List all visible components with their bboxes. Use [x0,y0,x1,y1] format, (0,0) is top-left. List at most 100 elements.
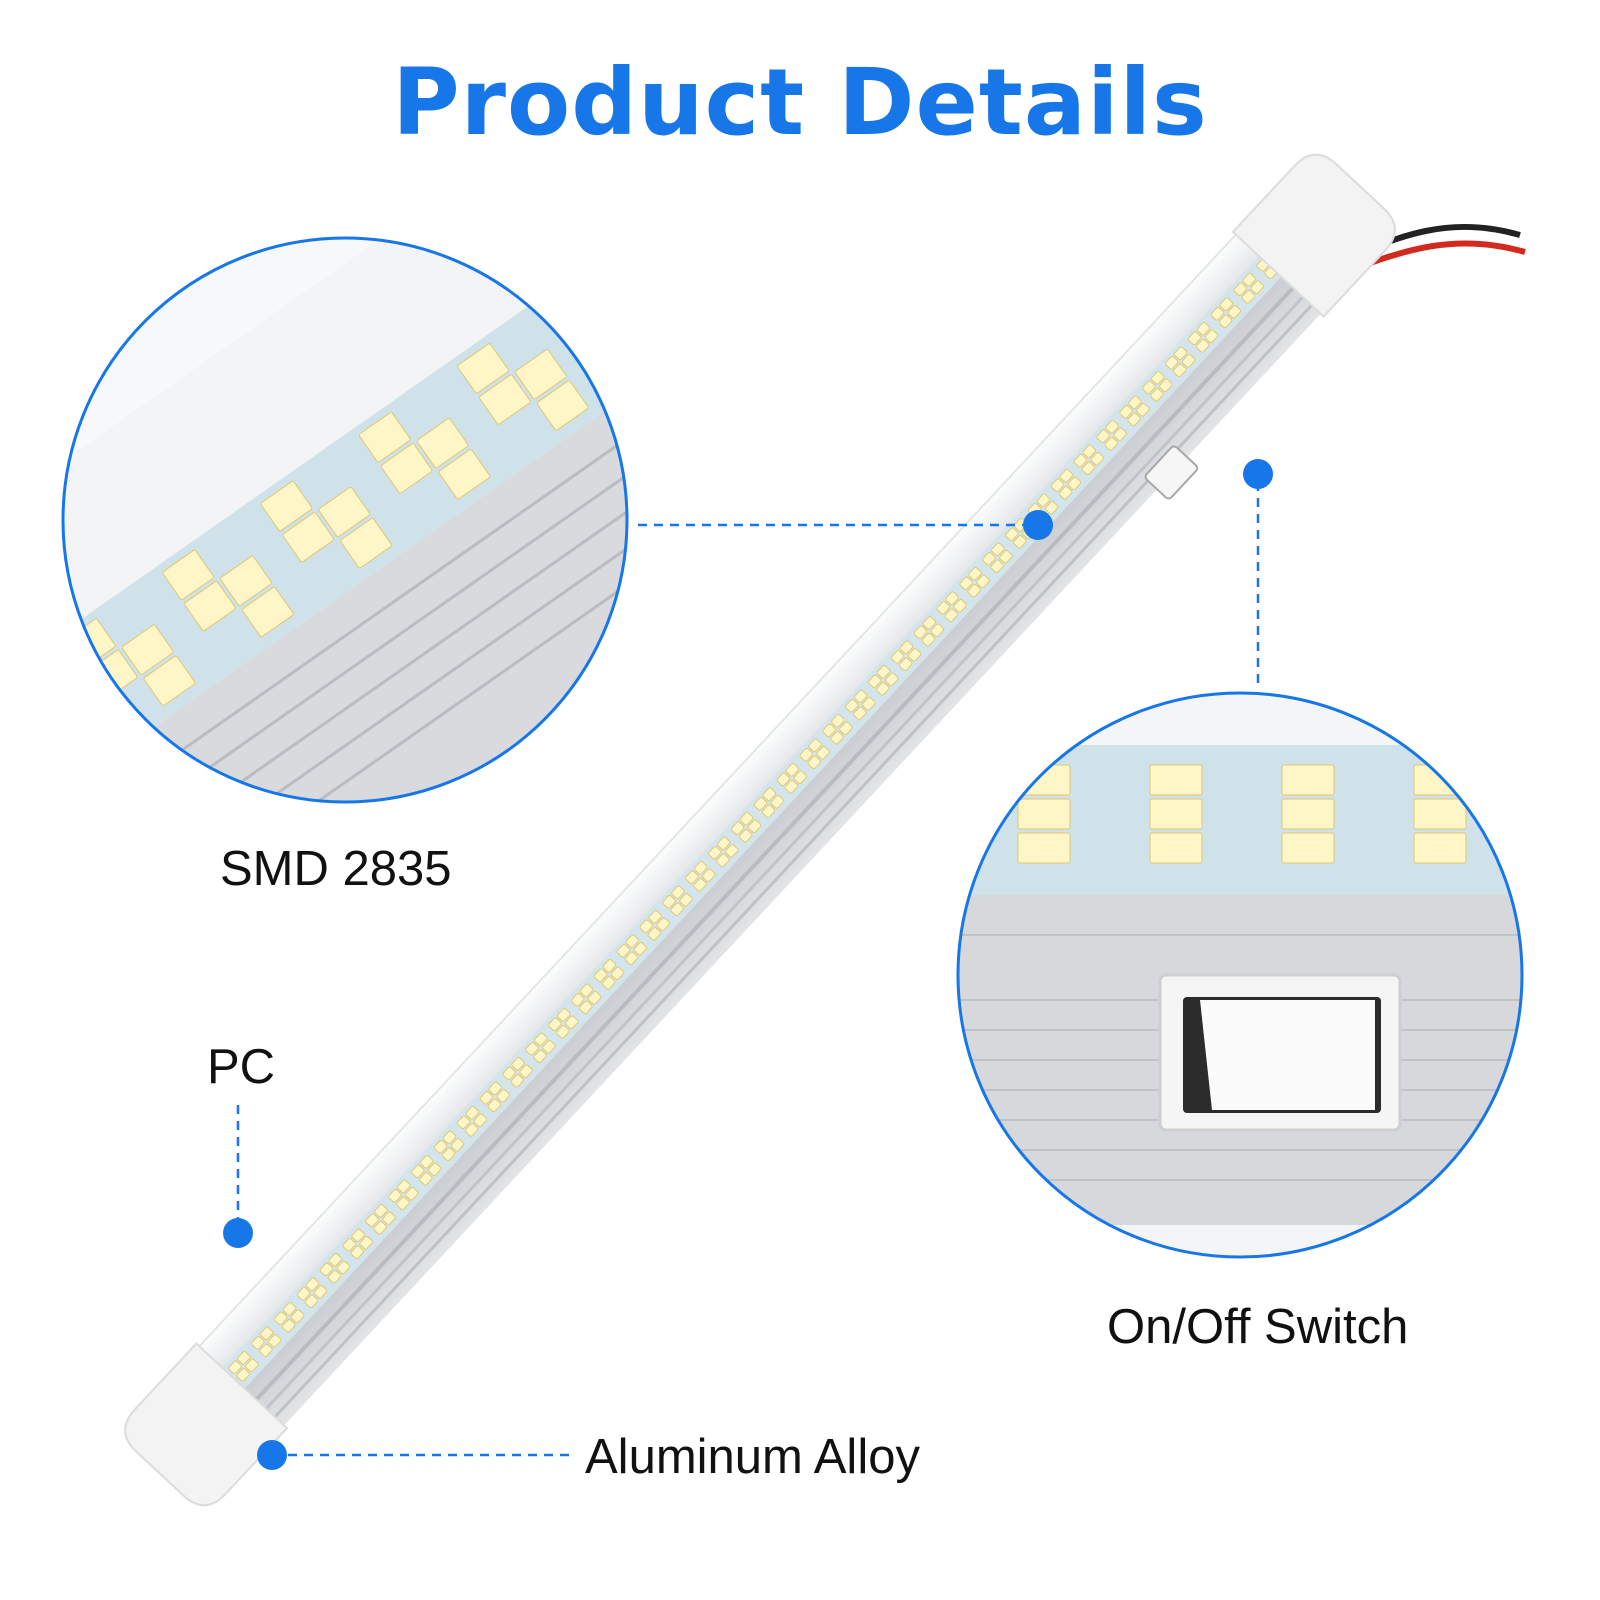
smd-chip [1017,832,1071,864]
led-chip [610,966,625,981]
led-chip [1250,280,1264,295]
led-chip [259,1343,273,1358]
led-chip [738,829,753,843]
led-chip [488,1081,502,1096]
led-chip [1119,405,1133,419]
smd-chip [577,305,627,356]
led-chip [1113,427,1127,442]
led-chip [702,868,716,883]
led-chip [716,853,730,868]
led-chip [816,746,830,760]
led-chip [296,1287,311,1301]
smd-chip [1281,832,1335,864]
smd-chip [438,449,491,500]
led-chip [282,1302,297,1316]
led-chip [922,616,937,630]
smd-chip [536,380,589,431]
led-chip [1136,403,1150,417]
led-chip [1241,290,1256,304]
smd-chip [121,624,174,675]
led-chip [1181,354,1196,368]
led-chip [831,714,845,728]
smd-chip [1149,798,1203,830]
led-chip [496,1089,510,1103]
led-chip [382,1211,396,1226]
smd-chip [1149,832,1203,864]
led-chip [433,1140,448,1154]
led-chip [921,633,936,647]
led-chip [625,934,639,949]
led-chip [251,1336,265,1350]
led-chip [1058,486,1073,500]
led-chip [1067,476,1082,491]
callout-dot-icon [257,1440,287,1470]
led-chip [510,1074,524,1088]
led-chip [1151,371,1165,385]
led-chip [396,1196,410,1211]
bar-switch [1144,445,1199,500]
led-chip [365,1213,379,1228]
led-chip [1150,388,1164,402]
led-chip [725,844,739,858]
led-chip [1081,461,1096,476]
smd-chip [457,343,509,394]
label-aluminum-alloy: Aluminum Alloy [585,1430,920,1484]
led-chip [359,1236,373,1250]
led-chip [839,721,853,736]
led-chip [656,917,670,932]
led-chip [1195,339,1210,353]
led-chip [890,650,905,664]
smd-chip [0,718,39,769]
led-chip [762,787,777,802]
led-chip [967,584,981,598]
led-chip [388,1189,402,1203]
led-chip [693,878,707,892]
led-chip [990,559,1004,574]
led-chip [639,919,653,934]
callout-dot-icon [1023,510,1053,540]
led-chip [1036,493,1051,508]
led-chip [907,648,922,662]
led-chip [785,763,799,777]
led-chip [854,689,868,704]
page-title: Product Details [392,49,1208,156]
led-chip [959,576,973,591]
led-chip [968,567,982,581]
led-chip [1127,412,1141,427]
smd-chip [241,586,294,638]
led-chip [1227,305,1242,319]
led-chip [319,1262,334,1277]
zoom-smd-detail [0,238,627,802]
led-chip [565,1015,579,1030]
led-chip [587,991,602,1005]
led-chip [670,902,684,917]
led-chip [991,542,1005,557]
led-chip [419,1172,433,1186]
led-chip [1059,469,1074,483]
led-chip [450,1138,465,1152]
led-chip [405,1187,419,1201]
led-chip [761,804,776,819]
led-chip [313,1285,328,1299]
led-chip [327,1270,342,1284]
led-chip [441,1147,456,1162]
led-chip [1105,420,1119,434]
led-chip [533,1049,547,1064]
led-chip [1090,452,1104,466]
led-chip [685,870,699,885]
zoom-circle-switch [956,691,1524,1259]
led-chip [228,1360,242,1375]
led-chip [1219,297,1234,312]
led-chip [679,893,693,907]
led-chip [373,1221,387,1235]
smd-chip [63,724,98,775]
smd-chip [162,549,214,601]
led-chip [304,1294,319,1309]
smd-chip [1281,798,1335,830]
led-chip [465,1106,480,1120]
led-chip [633,942,648,956]
led-chip [487,1098,502,1113]
led-chip [1210,307,1225,321]
rocker-switch-icon [1158,973,1402,1132]
